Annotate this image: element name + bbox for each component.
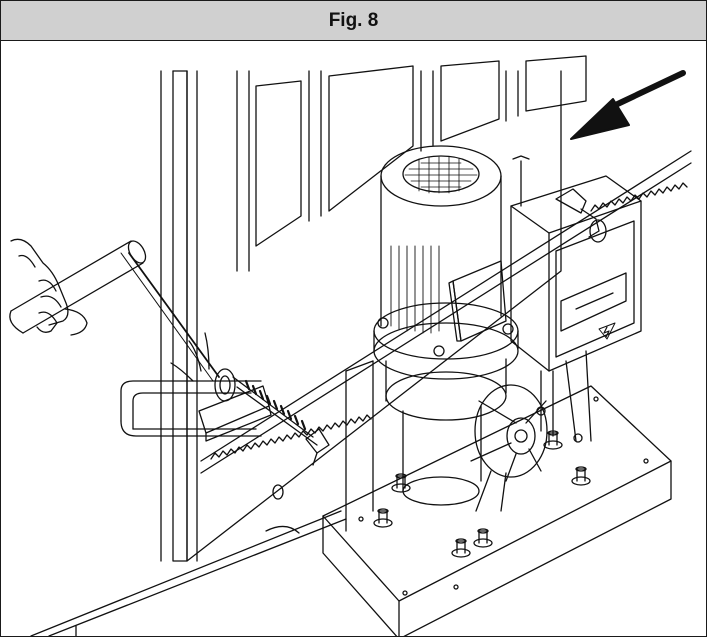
ground-rail — [30, 510, 347, 636]
electric-hazard-icon — [598, 322, 616, 340]
gearbox — [373, 302, 519, 506]
gate-wheel — [265, 484, 300, 534]
gear-motor-frame — [345, 360, 374, 532]
gear-rack — [200, 150, 692, 474]
direction-arrow-icon — [570, 70, 686, 140]
figure-title: Fig. 8 — [328, 9, 379, 31]
motion-lines — [170, 332, 210, 382]
electric-motor — [380, 145, 507, 342]
release-handle-bracket — [120, 380, 272, 442]
pinion-wheel — [470, 384, 548, 512]
base-bolts — [373, 430, 591, 558]
control-box — [510, 155, 642, 443]
figure-header: Fig. 8 — [1, 1, 706, 41]
release-screw — [214, 368, 330, 466]
tool-guide-line — [128, 252, 220, 378]
gate-operator-illustration — [1, 41, 706, 636]
base-plate — [322, 385, 672, 636]
gate-leaf — [160, 55, 587, 562]
